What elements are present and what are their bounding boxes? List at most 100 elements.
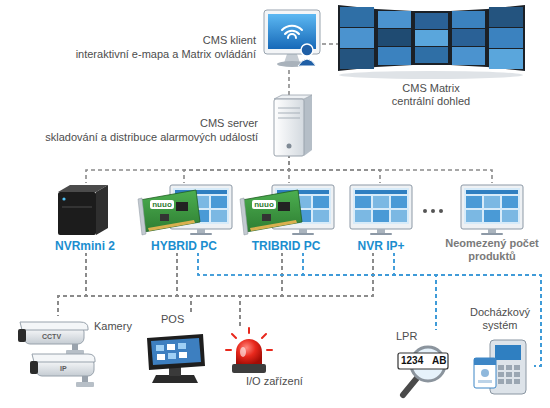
lpr-magnifier — [398, 353, 448, 369]
plate-text: AB — [432, 355, 446, 367]
attendance-terminal — [506, 379, 512, 384]
video-wall — [338, 5, 525, 79]
server-tower — [287, 144, 292, 149]
nvr-box — [58, 185, 108, 235]
ellipsis-dots — [431, 209, 435, 213]
attendance-terminal — [498, 372, 504, 377]
dashed-connector — [289, 156, 492, 183]
video-wall — [489, 7, 523, 27]
pos-terminal — [168, 353, 176, 359]
dashed-connector — [177, 253, 191, 313]
dashed-connector — [86, 253, 191, 313]
dashed-connector — [177, 253, 240, 326]
video-wall — [338, 5, 525, 71]
client-monitor — [282, 26, 302, 38]
client-monitor-node: CMS klientinteraktivní e-mapa a Matrix o… — [262, 8, 320, 70]
video-wall — [489, 28, 523, 48]
video-wall — [340, 49, 374, 69]
camera-marking: CCTV — [42, 332, 61, 341]
logo-text: nuuo — [254, 200, 274, 210]
server-node: CMS serverskladování a distribuce alarmo… — [270, 95, 314, 156]
pos-terminal — [179, 352, 187, 358]
video-wall — [415, 13, 448, 29]
server-tower — [274, 95, 312, 99]
alarm-beacon — [240, 347, 246, 357]
node-label: NVR IP+ — [357, 239, 404, 253]
video-wall — [415, 47, 448, 63]
product-node: NVRmini 2 — [50, 183, 120, 253]
dashed-connector — [240, 253, 282, 326]
dashed-connector — [240, 253, 373, 326]
dashed-connector — [320, 43, 338, 45]
pos-terminal — [157, 354, 165, 360]
alarm-beacon — [226, 328, 272, 373]
node-label: LPR — [396, 330, 417, 343]
lpr-magnifier — [398, 347, 448, 395]
video-wall — [378, 11, 411, 28]
logo-text: nuuo — [152, 200, 172, 210]
node-label: POS — [161, 313, 184, 326]
video-wall — [340, 7, 374, 27]
video-wall — [452, 11, 485, 28]
dashed-connector — [58, 253, 86, 316]
client-monitor — [264, 10, 320, 67]
camera-icons — [32, 354, 95, 362]
attendance-terminal — [474, 358, 496, 365]
attendance-terminal — [474, 340, 526, 394]
node-label: centrální dohled — [392, 95, 470, 108]
server-tower — [278, 108, 300, 118]
pos-terminal — [147, 334, 205, 370]
dashed-connector — [58, 253, 177, 316]
lpr-magnifier — [403, 378, 417, 395]
camera-marking: IP — [60, 364, 67, 373]
node-label: CMS klient — [203, 34, 256, 47]
video-wall — [378, 47, 411, 65]
attendance-terminal — [506, 365, 512, 370]
pos-terminal — [151, 338, 201, 365]
node-label: interaktivní e-mapa a Matrix ovládání — [76, 48, 256, 61]
ellipsis-dots — [439, 209, 443, 213]
dashed-connector — [303, 253, 436, 330]
attendance-terminal — [498, 365, 504, 370]
dashed-connector — [198, 253, 436, 330]
node-label: NVRmini 2 — [55, 239, 115, 253]
nvr-box — [62, 206, 92, 208]
dashed-connector — [86, 253, 240, 326]
attendance-terminal — [474, 358, 496, 388]
video-wall — [340, 28, 374, 48]
product-node: NVR IP+ — [346, 183, 416, 253]
plate-text: 1234 — [401, 355, 423, 367]
client-monitor — [301, 44, 313, 56]
client-monitor — [298, 59, 316, 66]
dashed-connector — [58, 253, 282, 316]
node-label: CMS server — [200, 117, 258, 130]
pc-products — [461, 185, 523, 235]
nvr-box — [96, 185, 108, 235]
product-node: TRIBRID PC — [236, 183, 336, 253]
ellipsis-dots — [423, 209, 443, 213]
product-node: HYBRID PC — [136, 183, 232, 253]
video-wall — [452, 47, 485, 65]
dashed-connector — [191, 253, 282, 313]
ellipsis-dots — [423, 209, 427, 213]
pos-terminal — [152, 375, 198, 383]
video-wall — [339, 71, 523, 79]
pc-products — [138, 190, 200, 235]
node-label: Kamery — [94, 320, 132, 333]
camera-icons — [76, 382, 94, 387]
attendance-terminal — [514, 365, 520, 370]
pc-products — [350, 185, 412, 235]
alarm-beacon — [226, 328, 272, 350]
nvr-box — [58, 192, 96, 235]
device-node: POS — [143, 313, 205, 387]
dashed-connector — [288, 70, 290, 95]
alarm-beacon — [236, 339, 262, 364]
pos-terminal — [156, 345, 164, 351]
pos-terminal — [167, 344, 175, 350]
camera-icons — [20, 322, 88, 330]
pos-terminal — [147, 334, 205, 383]
dashed-connector — [58, 253, 373, 316]
dashed-connector — [191, 253, 373, 313]
attendance-terminal — [506, 372, 512, 377]
